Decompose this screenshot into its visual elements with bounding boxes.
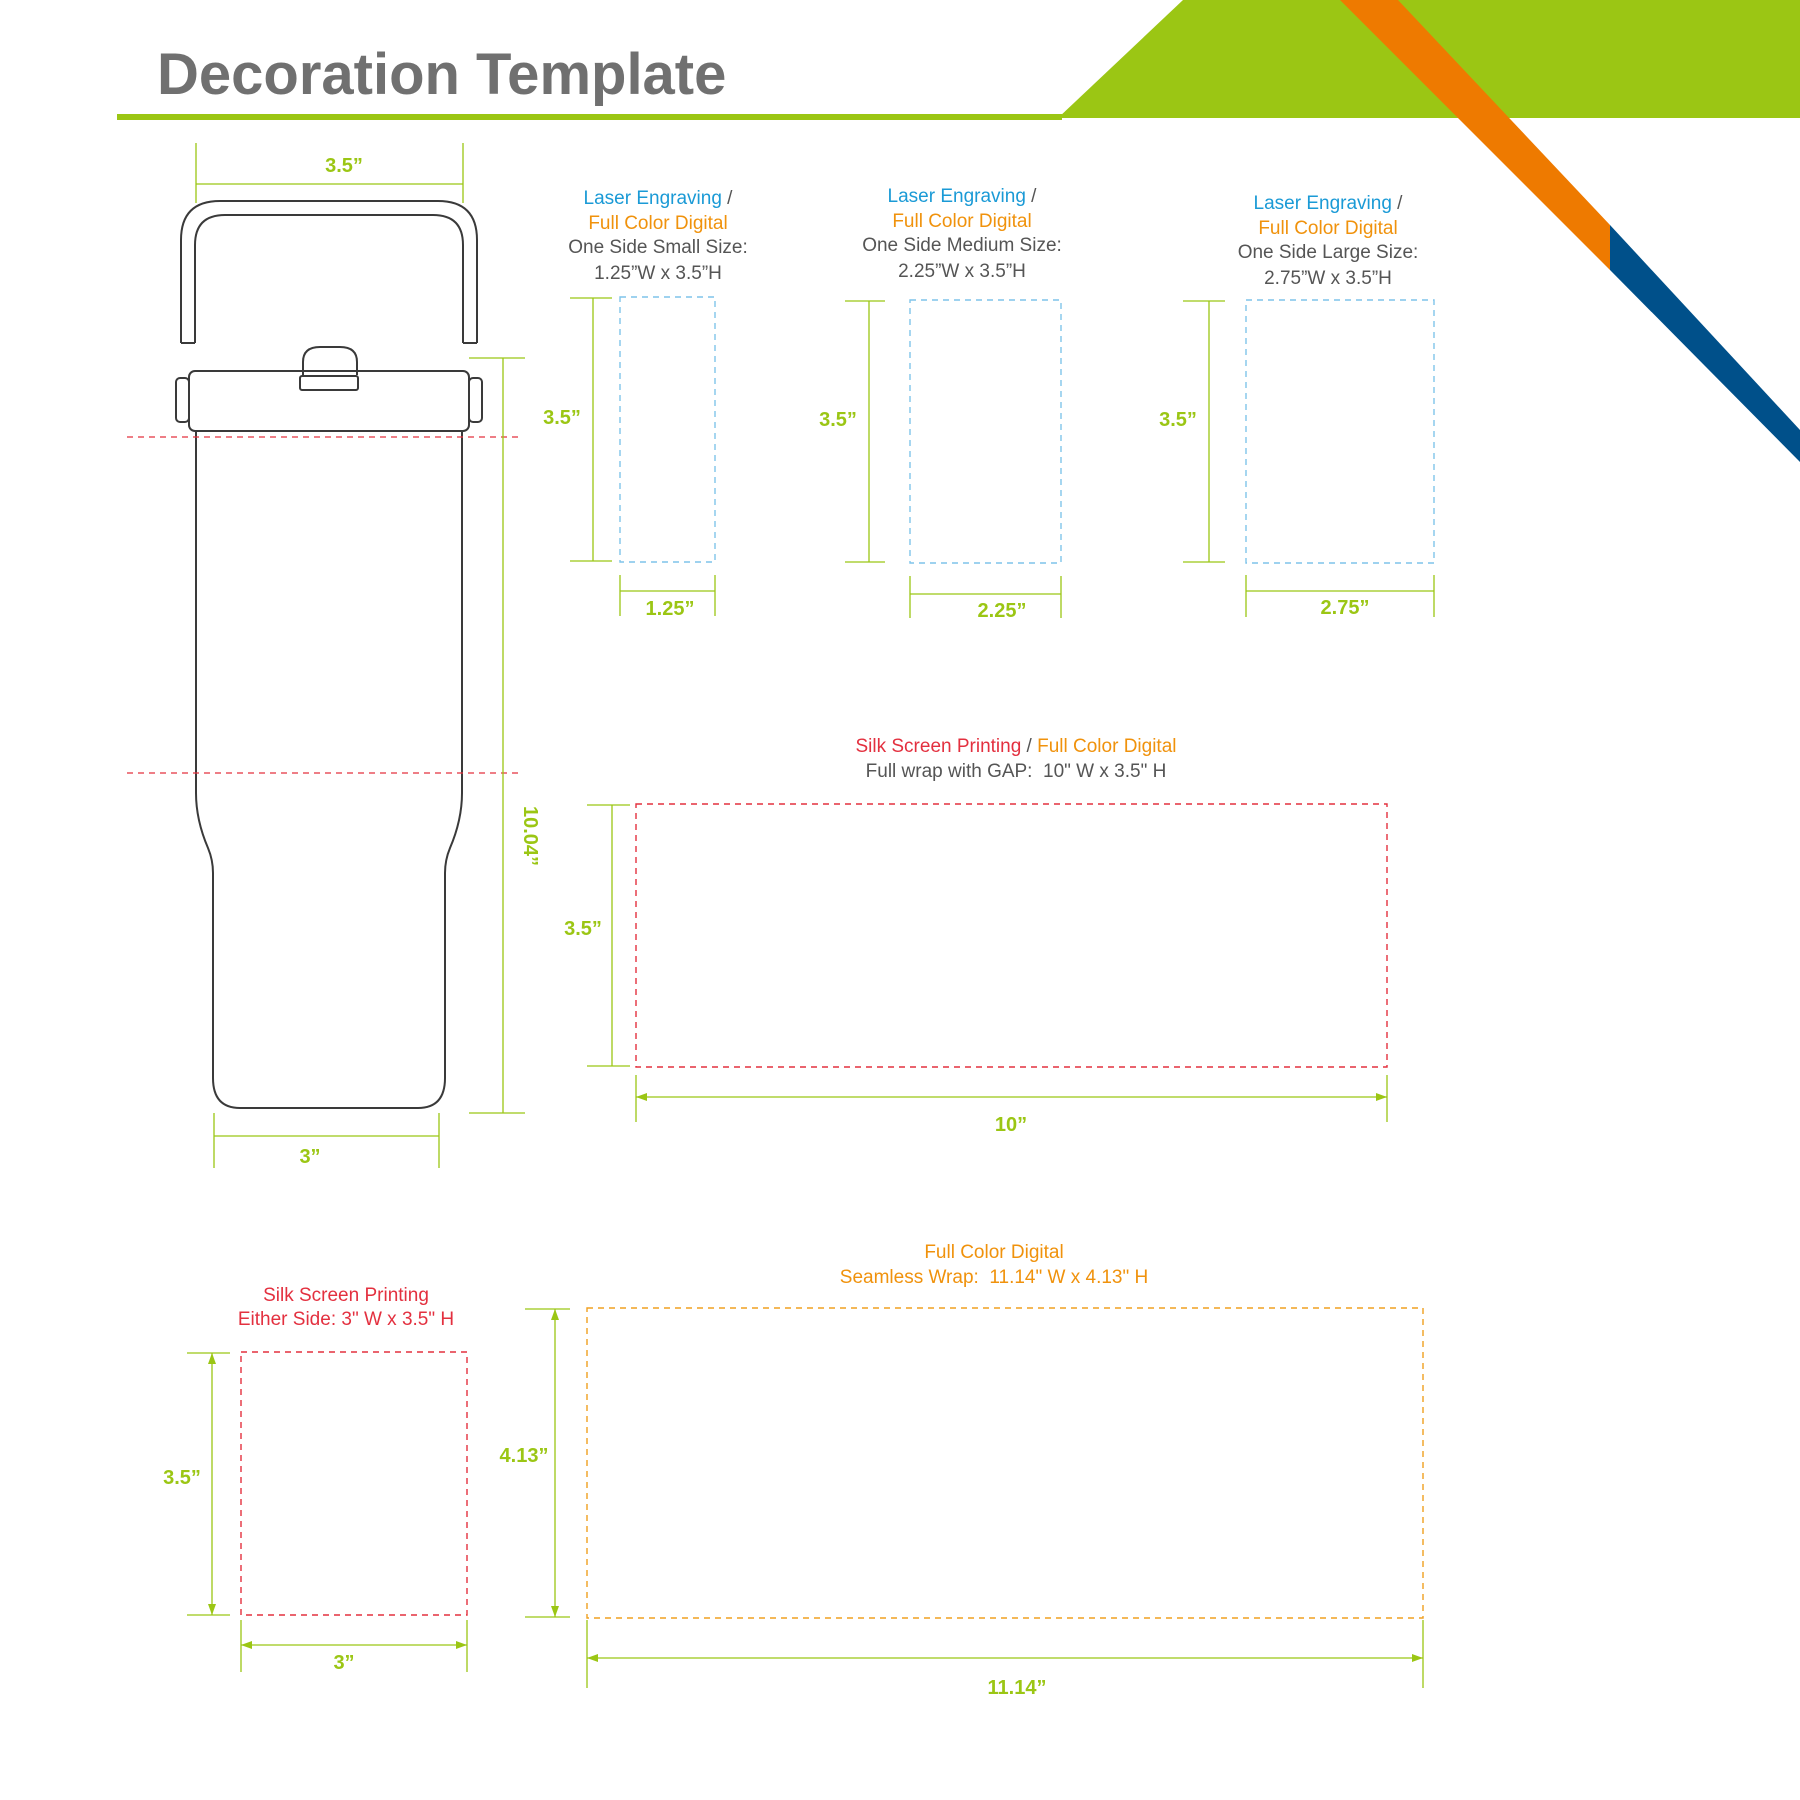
either-side-method: Silk Screen Printing (263, 1285, 429, 1306)
medium-width-dimension (909, 576, 1062, 618)
tumbler-width-top-dimension (195, 143, 464, 203)
medium-height-dimension (845, 300, 885, 563)
tumbler-handle-inner (194, 214, 464, 343)
tumbler-body (195, 432, 463, 1109)
either-side-height-label: 3.5” (163, 1467, 201, 1489)
large-method-line: Laser Engraving / (1254, 193, 1404, 214)
large-print-area (1245, 299, 1435, 564)
large-width-dimension (1245, 575, 1435, 617)
large-size: 2.75”W x 3.5”H (1264, 268, 1392, 289)
tumbler-width-bottom-label: 3” (299, 1146, 320, 1168)
tumbler-drawing (175, 200, 483, 1109)
tumbler-width-top-label: 3.5” (325, 155, 363, 177)
small-height-label: 3.5” (543, 407, 581, 429)
tumbler-height-dimension (469, 357, 525, 1114)
small-width-dimension (619, 575, 716, 616)
medium-print-area (909, 299, 1062, 564)
seamless-height-label: 4.13” (500, 1445, 549, 1467)
medium-method-b: Full Color Digital (892, 211, 1031, 232)
tumbler-lid (188, 370, 470, 432)
medium-method-line: Laser Engraving / (888, 186, 1038, 207)
header-banner (117, 0, 1800, 462)
wrap-gap-print-area (635, 803, 1388, 1068)
tumbler-handle (180, 200, 478, 343)
either-side-width-label: 3” (333, 1652, 354, 1674)
small-height-dimension (570, 297, 612, 562)
wrap-gap-width-dimension (635, 1075, 1388, 1122)
seamless-print-area (586, 1307, 1424, 1619)
wrap-gap-method-line: Silk Screen Printing / Full Color Digita… (855, 736, 1176, 757)
tumbler-width-bottom-dimension (213, 1113, 440, 1168)
medium-desc: One Side Medium Size: (862, 235, 1062, 256)
wrap-gap-height-label: 3.5” (564, 918, 602, 940)
small-desc: One Side Small Size: (568, 237, 748, 258)
seamless-desc: Seamless Wrap: 11.14" W x 4.13" H (840, 1267, 1148, 1288)
small-print-area (619, 296, 716, 563)
either-side-width-dimension (240, 1620, 468, 1672)
large-height-label: 3.5” (1159, 409, 1197, 431)
wrap-gap-desc: Full wrap with GAP: 10" W x 3.5" H (866, 761, 1167, 782)
small-size: 1.25”W x 3.5”H (594, 263, 722, 284)
header-blue-stripe (1610, 225, 1800, 462)
either-side-height-dimension (187, 1352, 230, 1616)
small-width-label: 1.25” (646, 598, 695, 620)
medium-height-label: 3.5” (819, 409, 857, 431)
large-height-dimension (1183, 300, 1225, 563)
lid-spout-cap (302, 346, 358, 375)
either-side-desc: Either Side: 3" W x 3.5" H (238, 1309, 454, 1330)
header-orange-stripe (1340, 0, 1610, 270)
small-method-line: Laser Engraving / (584, 188, 734, 209)
seamless-method: Full Color Digital (924, 1242, 1063, 1263)
either-side-print-area (240, 1351, 468, 1616)
lid-spout-base (299, 375, 359, 391)
page-title: Decoration Template (157, 42, 726, 107)
header-green-underline (117, 114, 1062, 120)
wrap-gap-width-label: 10” (995, 1114, 1027, 1136)
lid-left-hinge (175, 377, 190, 423)
tumbler-height-label: 10.04” (519, 806, 541, 866)
small-method-b: Full Color Digital (588, 213, 727, 234)
lid-right-hinge (468, 377, 483, 423)
seamless-width-dimension (586, 1620, 1424, 1688)
medium-width-label: 2.25” (978, 600, 1027, 622)
seamless-height-dimension (525, 1308, 570, 1618)
seamless-width-label: 11.14” (988, 1677, 1047, 1699)
large-method-b: Full Color Digital (1258, 218, 1397, 239)
large-width-label: 2.75” (1321, 597, 1370, 619)
medium-size: 2.25”W x 3.5”H (898, 261, 1026, 282)
large-desc: One Side Large Size: (1238, 242, 1419, 263)
wrap-gap-height-dimension (587, 804, 630, 1067)
